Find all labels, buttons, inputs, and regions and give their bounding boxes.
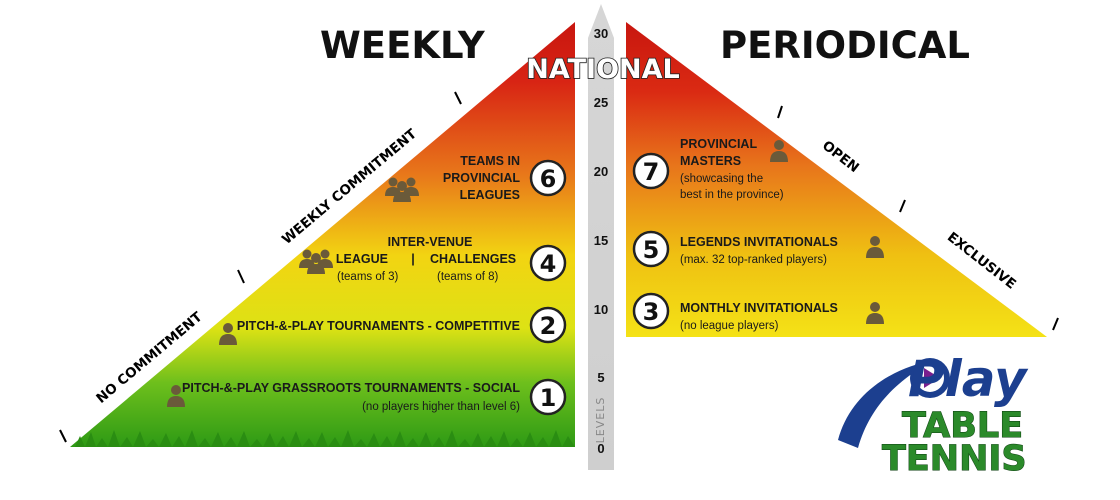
tier-7-number: 7: [643, 158, 660, 186]
tier-5-note: (max. 32 top-ranked players): [680, 254, 827, 266]
tier-1-badge: [529, 378, 567, 416]
right-edge-ticks: [777, 105, 1059, 331]
tier-6-line3: LEAGUES: [460, 188, 520, 202]
tier-7: 7 PROVINCIAL MASTERS (showcasing the bes…: [632, 137, 788, 201]
tier-4-league: LEAGUE: [336, 252, 388, 266]
tier-4: INTER-VENUE LEAGUE | CHALLENGES (teams o…: [299, 235, 567, 283]
levels-arrow: [588, 4, 614, 470]
play-button-icon: [924, 368, 940, 388]
grass-decoration: [75, 430, 575, 447]
play-table-tennis-logo: Play TABLE TENNIS: [838, 350, 1029, 480]
tier-1: PITCH-&-PLAY GRASSROOTS TOURNAMENTS - SO…: [167, 378, 567, 416]
tier-4-title: INTER-VENUE: [388, 235, 473, 249]
tier-3-badge: [632, 292, 670, 330]
tier-5: 5 LEGENDS INVITATIONALS (max. 32 top-ran…: [632, 230, 884, 268]
tier-7-line2: MASTERS: [680, 154, 741, 168]
person-icon: [770, 140, 788, 162]
person-icon: [866, 302, 884, 324]
tier-3-note: (no league players): [680, 320, 779, 332]
tier-7-line1: PROVINCIAL: [680, 137, 757, 151]
weekly-heading: WEEKLY: [320, 24, 486, 67]
tier-2: PITCH-&-PLAY TOURNAMENTS - COMPETITIVE 2: [219, 306, 567, 345]
tier-4-number: 4: [540, 250, 557, 278]
national-label: NATIONAL: [526, 54, 680, 85]
tier-6-number: 6: [540, 165, 557, 193]
level-tick-25: 25: [594, 95, 608, 110]
person-icon: [167, 385, 185, 407]
tier-6: TEAMS IN PROVINCIAL LEAGUES 6: [385, 154, 567, 202]
tier-7-badge: [632, 152, 670, 190]
tier-1-number: 1: [540, 384, 557, 412]
tier-5-title: LEGENDS INVITATIONALS: [680, 235, 838, 249]
tier-1-note: (no players higher than level 6): [362, 401, 520, 413]
level-tick-15: 15: [594, 233, 608, 248]
tier-4-teams-of-8: (teams of 8): [437, 271, 499, 283]
logo-table-text: TABLE: [902, 406, 1023, 446]
group-icon: [299, 249, 333, 274]
level-ticks: 30 25 20 15 10 5 0: [594, 26, 608, 456]
person-icon: [866, 236, 884, 258]
levels-axis-label: LEVELS: [594, 397, 607, 444]
level-tick-20: 20: [594, 164, 608, 179]
level-tick-30: 30: [594, 26, 608, 41]
tier-1-title: PITCH-&-PLAY GRASSROOTS TOURNAMENTS - SO…: [182, 381, 520, 395]
tier-3: 3 MONTHLY INVITATIONALS (no league playe…: [632, 292, 884, 332]
logo-play-text: Play: [908, 350, 1029, 408]
tier-2-number: 2: [540, 312, 557, 340]
tier-4-badge: [529, 244, 567, 282]
periodical-triangle: [626, 22, 1047, 337]
tier-7-line3: (showcasing the: [680, 173, 763, 185]
tier-4-teams-of-3: (teams of 3): [337, 271, 399, 283]
tier-7-line4: best in the province): [680, 189, 784, 201]
tier-4-separator: |: [411, 252, 415, 266]
tier-3-title: MONTHLY INVITATIONALS: [680, 301, 838, 315]
level-tick-5: 5: [597, 370, 604, 385]
tier-3-number: 3: [643, 298, 660, 326]
tier-2-badge: [529, 306, 567, 344]
tier-6-line2: PROVINCIAL: [443, 171, 520, 185]
open-label: OPEN: [819, 138, 862, 176]
logo-swoosh: [838, 360, 935, 448]
tier-2-title: PITCH-&-PLAY TOURNAMENTS - COMPETITIVE: [237, 319, 520, 333]
periodical-heading: PERIODICAL: [720, 24, 970, 67]
person-icon: [219, 323, 237, 345]
tier-6-line1: TEAMS IN: [460, 154, 520, 168]
level-tick-0: 0: [597, 441, 604, 456]
tier-4-challenges: CHALLENGES: [430, 252, 516, 266]
tier-5-number: 5: [643, 236, 660, 264]
tier-6-badge: [529, 159, 567, 197]
left-edge-ticks: [59, 91, 462, 443]
group-icon: [385, 177, 419, 202]
level-tick-10: 10: [594, 302, 608, 317]
tier-5-badge: [632, 230, 670, 268]
logo-tennis-text: TENNIS: [882, 439, 1027, 479]
weekly-triangle: [70, 22, 575, 447]
